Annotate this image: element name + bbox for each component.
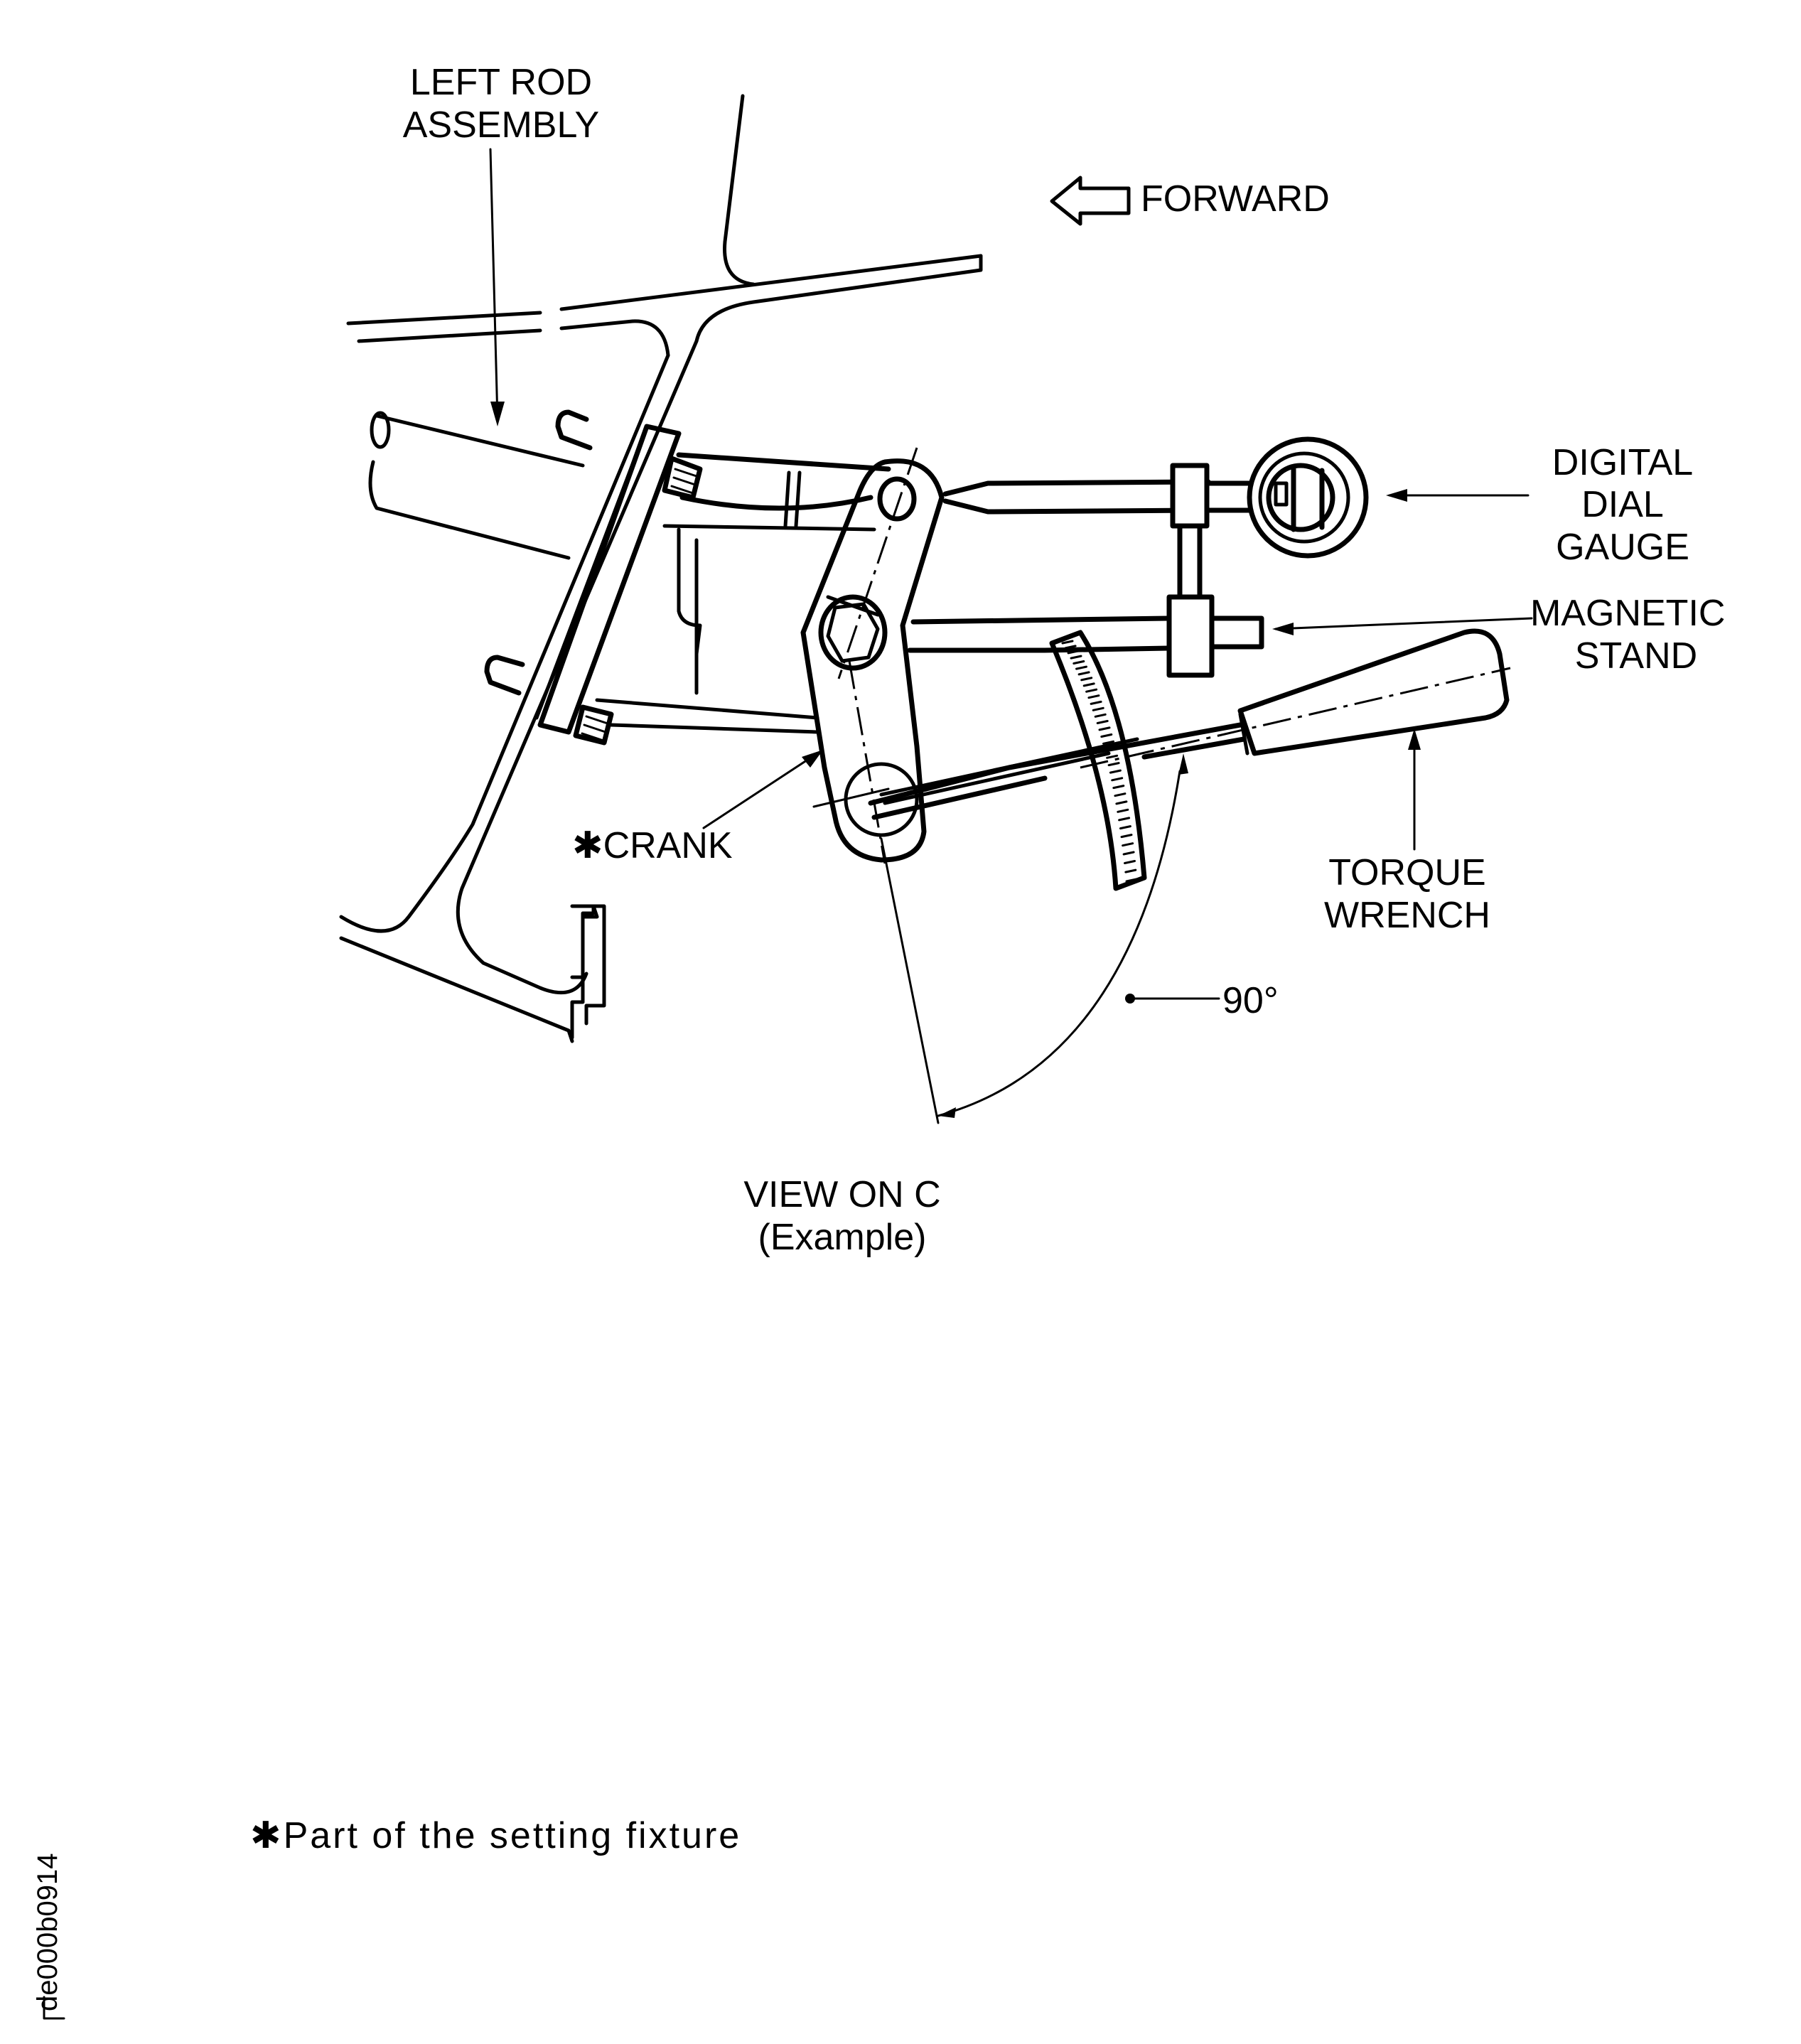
drawing-code-text: de000b0914 [32,1854,63,2011]
footnote: ✱Part of the setting fixture [250,1815,741,1856]
label-torque-line2: WRENCH [1324,895,1490,936]
crank [800,447,945,1124]
torque-wrench [868,628,1511,891]
digital-dial-gauge [1204,436,1369,559]
label-left-rod-line2: ASSEMBLY [403,104,599,146]
forward-arrow-icon [1050,176,1131,226]
torque-scale-ticks [1061,640,1138,883]
label-crank: ✱CRANK [572,825,733,866]
label-magnetic-line2: STAND [1575,635,1697,677]
airframe-structure [339,94,983,1043]
label-angle: 90° [1222,980,1279,1021]
label-view-line1: VIEW ON C [743,1174,940,1215]
left-rod-assembly [368,409,891,746]
label-left-rod-line1: LEFT ROD [410,62,592,103]
label-torque-line1: TORQUE [1328,852,1486,893]
drawing-code: de000b0914 [32,1854,65,2020]
label-magnetic-line1: MAGNETIC [1530,593,1725,634]
left-rod-arrowhead [490,402,505,426]
magnetic-stand [907,463,1264,678]
rotation-angle-indicator [937,753,1220,1118]
label-forward: FORWARD [1141,178,1330,220]
label-digital-line2: DIAL [1581,484,1664,525]
label-view-line2: (Example) [758,1217,927,1258]
leader-lines [489,148,1533,851]
label-digital-line3: GAUGE [1556,527,1689,568]
label-digital-line1: DIGITAL [1552,442,1693,483]
torque-scale [1049,630,1147,891]
